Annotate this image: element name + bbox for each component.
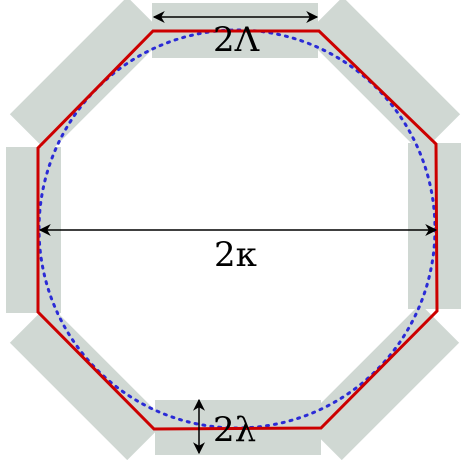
band-right (408, 143, 461, 309)
octagon-outline (36, 29, 439, 431)
band-top-left (9, 0, 167, 154)
bottom-thickness-label: 2λ (213, 410, 256, 450)
band-group (6, 0, 461, 460)
band-bottom-right (302, 303, 460, 460)
top-width-label: 2Λ (213, 20, 260, 60)
diameter-label: 2κ (214, 235, 257, 275)
band-bottom-left (9, 303, 167, 460)
dimension-arrows (38, 10, 438, 455)
band-top-right (303, 0, 461, 154)
